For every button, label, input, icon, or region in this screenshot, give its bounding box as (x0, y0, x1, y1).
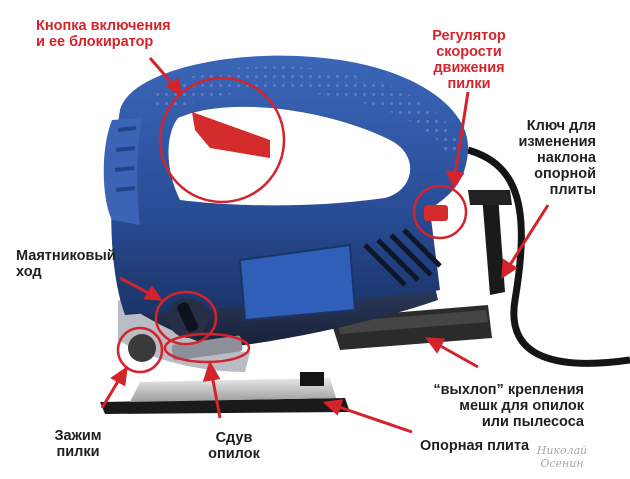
chip-blower-shape (171, 335, 243, 361)
label-power-button: Кнопка включения и ее блокиратор (36, 18, 171, 50)
tilt-key-shape (482, 195, 505, 295)
trigger-shape (192, 112, 270, 158)
label-chip-blower: Сдув опилок (208, 430, 260, 462)
label-blade-clamp: Зажим пилки (54, 428, 102, 460)
front-knob (103, 118, 142, 225)
label-speed-control: Регулятор скорости движения пилки (432, 28, 506, 92)
label-base-plate: Опорная плита (420, 438, 530, 454)
blade-stub (300, 372, 324, 386)
vents (363, 228, 442, 287)
speed-wheel-shape (424, 205, 448, 221)
highlight-power-button (158, 76, 286, 204)
base-plate-top (130, 378, 336, 402)
watermark-signature: Николай Осенин (536, 444, 588, 470)
side-panel (238, 243, 357, 322)
grip-top (150, 66, 462, 152)
highlight-pendulum (154, 290, 218, 346)
label-exhaust: “выхлоп” крепления мешк для опилок или п… (433, 382, 584, 430)
blade-clamp-shape (128, 334, 156, 362)
base-plate-shape (100, 398, 350, 414)
highlight-chip-blower (163, 332, 251, 364)
highlight-speed-control (412, 184, 468, 240)
label-tilt-key: Ключ для изменения наклона опорной плиты (518, 118, 596, 198)
power-cord (466, 146, 630, 367)
label-pendulum: Маятниковый ход (16, 248, 116, 280)
highlight-blade-clamp (116, 326, 164, 374)
